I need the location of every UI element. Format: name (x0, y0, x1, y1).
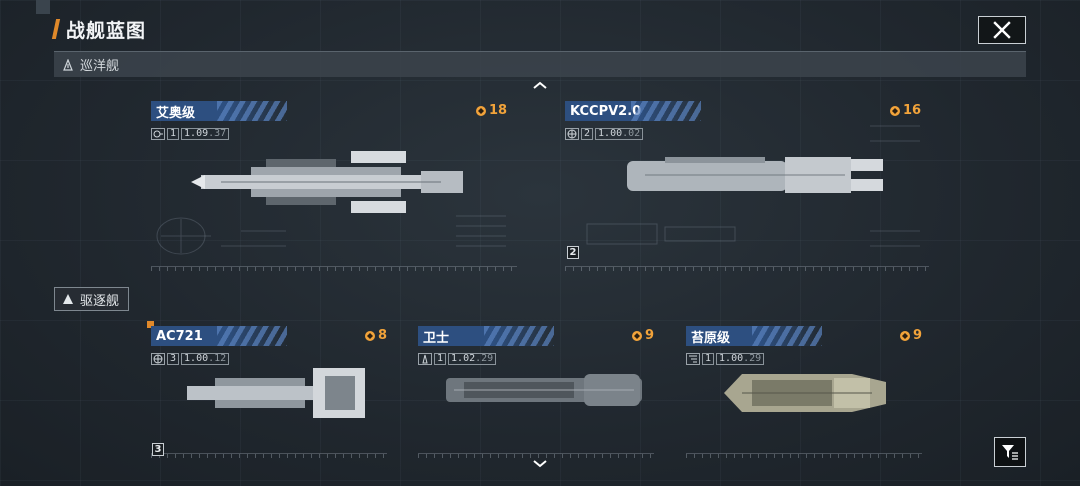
ship-cost: 9 (899, 328, 922, 343)
ship-name-tag: 卫士 (418, 326, 554, 346)
blueprint-grid (456, 215, 506, 247)
blueprint-sketch (586, 223, 736, 245)
stat-value: 1.09.37 (181, 128, 230, 140)
ship-stats: 1 1.02.29 (418, 352, 498, 366)
ship-cost: 9 (631, 328, 654, 343)
globe-icon (565, 128, 579, 140)
category-tag-destroyer[interactable]: 驱逐舰 (54, 287, 130, 311)
fleet-number-badge: 2 (567, 246, 579, 259)
cruiser-icon (63, 58, 73, 71)
stat-minor: .02 (622, 128, 641, 139)
ship-card-kccpv[interactable]: KCCPV2.0 16 2 1.00.02 2 (565, 101, 929, 271)
ship-cost: 8 (364, 328, 387, 343)
destroyer-icon (63, 294, 73, 304)
blueprint-sketch (156, 217, 286, 255)
stat-main: 1.00 (184, 353, 209, 364)
filter-icon (1002, 445, 1018, 460)
fleet-cost-icon (476, 105, 486, 116)
stat-minor: .37 (208, 128, 227, 139)
stat-count: 1 (434, 353, 447, 365)
category-label: 巡洋舰 (80, 59, 120, 74)
ship-stats: 3 1.00.12 (151, 352, 231, 366)
ship-card-guardian[interactable]: 卫士 9 1 1.02.29 (418, 326, 654, 458)
ship-cost: 16 (889, 103, 921, 118)
ship-name: KCCPV2.0 (570, 103, 642, 119)
close-button[interactable] (978, 16, 1026, 44)
ship-name-tag: 艾奥级 (151, 101, 287, 121)
ship-name-tag: KCCPV2.0 (565, 101, 701, 121)
ship-name: 苔原级 (691, 330, 731, 346)
ship-card-ac721[interactable]: AC721 8 3 1.00.12 3 (151, 326, 387, 458)
ship-name: AC721 (156, 328, 203, 344)
ship-stats: 1 1.00.29 (686, 352, 766, 366)
stat-value: 1.02.29 (448, 353, 497, 365)
stat-count: 2 (581, 128, 594, 140)
stat-main: 1.00 (719, 353, 744, 364)
stat-count: 1 (702, 353, 715, 365)
cost-value: 9 (913, 328, 923, 343)
stat-count: 3 (167, 353, 180, 365)
target-icon (151, 128, 165, 140)
title-accent (51, 19, 61, 39)
ship-name-tag: AC721 (151, 326, 287, 346)
ship-card-aio[interactable]: 艾奥级 18 1 1.09.37 (151, 101, 517, 271)
ship-name-tag: 苔原级 (686, 326, 822, 346)
stat-main: 1.00 (598, 128, 623, 139)
rocket-icon (418, 353, 432, 365)
cost-value: 18 (489, 103, 508, 118)
new-indicator (147, 321, 154, 328)
card-frame (686, 326, 922, 458)
ship-image (627, 157, 883, 193)
stat-count: 1 (167, 128, 180, 140)
card-frame (565, 101, 929, 271)
category-header-cruiser: 巡洋舰 (54, 51, 1026, 77)
ship-image (446, 374, 642, 406)
cost-value: 9 (645, 328, 655, 343)
ship-image (187, 368, 365, 418)
fleet-cost-icon (890, 105, 900, 116)
fleet-cost-icon (365, 330, 375, 341)
page-header: 战舰蓝图 (51, 16, 147, 42)
stat-main: 1.02 (451, 353, 476, 364)
card-frame (151, 326, 387, 458)
stat-minor: .29 (743, 353, 762, 364)
ship-name: 艾奥级 (156, 105, 196, 121)
cost-value: 16 (903, 103, 922, 118)
cost-value: 8 (378, 328, 388, 343)
chevron-up-icon[interactable] (532, 80, 548, 90)
ship-name: 卫士 (423, 330, 450, 346)
corner-mark (36, 0, 50, 14)
category-label: 驱逐舰 (80, 293, 120, 309)
filter-button[interactable] (994, 437, 1026, 467)
ship-stats: 2 1.00.02 (565, 127, 645, 141)
ship-image (724, 374, 886, 412)
stat-value: 1.00.29 (716, 353, 765, 365)
stat-minor: .12 (208, 353, 227, 364)
ship-image (191, 151, 463, 213)
page-title: 战舰蓝图 (66, 19, 147, 42)
ship-stats: 1 1.09.37 (151, 127, 231, 141)
blueprint-grid (870, 125, 920, 247)
fleet-cost-icon (900, 330, 910, 341)
fleet-number-badge: 3 (152, 443, 164, 456)
stat-minor: .29 (475, 353, 494, 364)
close-icon (993, 21, 1011, 39)
ship-card-tundra[interactable]: 苔原级 9 1 1.00.29 (686, 326, 922, 458)
ship-cost: 18 (475, 103, 507, 118)
card-frame (418, 326, 654, 458)
chevron-down-icon[interactable] (532, 459, 548, 469)
fleet-cost-icon (632, 330, 642, 341)
globe-icon (151, 353, 165, 365)
stat-value: 1.00.12 (181, 353, 230, 365)
card-frame (151, 101, 517, 271)
speed-icon (686, 353, 700, 365)
stat-main: 1.09 (184, 128, 209, 139)
stat-value: 1.00.02 (595, 128, 644, 140)
